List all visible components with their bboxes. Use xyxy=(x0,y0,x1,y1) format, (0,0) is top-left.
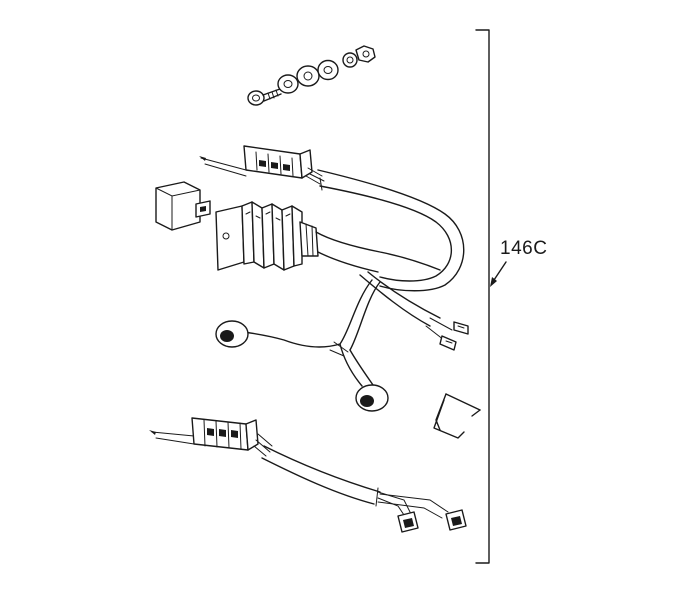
spade-terminal xyxy=(453,321,469,335)
mounting-hardware xyxy=(247,45,376,106)
spade-terminal-leads xyxy=(359,271,469,351)
lamp-socket xyxy=(355,384,389,412)
spade-terminal xyxy=(439,335,457,351)
bullet-connector xyxy=(445,509,467,531)
lock-washer xyxy=(342,52,358,68)
lamp-socket-leads xyxy=(215,279,389,412)
bullet-connector xyxy=(397,511,419,533)
harness-connector-plug xyxy=(191,417,259,451)
upper-wire-harness xyxy=(199,145,465,292)
lower-wire-harness xyxy=(149,417,467,533)
finned-control-module xyxy=(215,201,441,273)
washer xyxy=(317,59,339,81)
part-number-callout: 146C xyxy=(500,238,548,259)
kit-bracket xyxy=(475,29,490,564)
callout-arrow xyxy=(490,261,507,287)
washer xyxy=(296,65,320,87)
bolt xyxy=(247,88,282,106)
wire-retaining-clip xyxy=(433,393,481,439)
lamp-socket xyxy=(215,320,249,348)
washer xyxy=(277,74,299,94)
relay-block xyxy=(155,181,211,231)
nut xyxy=(355,45,376,63)
harness-connector-plug xyxy=(243,145,313,179)
